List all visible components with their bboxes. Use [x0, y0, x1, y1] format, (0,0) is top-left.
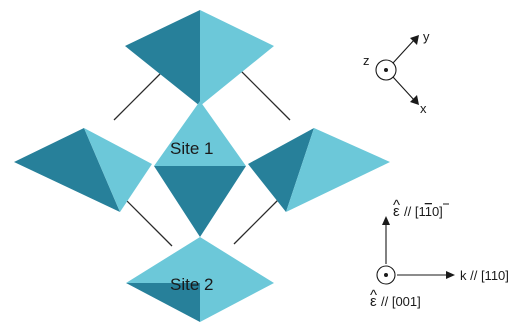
epsilon-lower-label: // [001] — [381, 294, 421, 309]
site-1-octahedron — [154, 101, 246, 237]
site-2-top-face — [126, 237, 274, 283]
epsilon-lower-hat: ^ — [370, 287, 377, 304]
x-axis-arrow — [392, 76, 416, 102]
k-arrowhead — [446, 271, 455, 279]
z-axis-circle — [375, 59, 397, 81]
site-2-octahedron — [126, 237, 274, 322]
epsilon-001-circle — [376, 265, 396, 285]
epsilon-001-dot — [384, 273, 388, 277]
site-2-label: Site 2 — [170, 275, 213, 294]
site-1-label: Site 1 — [170, 139, 213, 158]
octahedron-top — [125, 10, 274, 106]
z-axis-dot — [384, 68, 388, 72]
z-axis-label: z — [363, 53, 370, 68]
octahedron-left-light-face — [84, 128, 152, 212]
octahedron-left-dark-face — [14, 128, 120, 212]
site-1-top-face — [154, 101, 246, 166]
octahedron-left — [14, 128, 152, 212]
epsilon-upper-text: // [1 — [404, 204, 425, 219]
y-axis-label: y — [423, 29, 430, 44]
polarization-geometry — [376, 222, 448, 285]
octahedron-top-left-face — [125, 10, 200, 106]
epsilon-lower-symbol: ε — [370, 293, 377, 310]
octahedron-top-right-face — [200, 10, 274, 106]
octahedron-right — [248, 128, 390, 212]
x-arrowhead — [410, 95, 419, 105]
coordinate-axes — [375, 38, 416, 102]
site-2-left-face — [126, 283, 200, 322]
site-1-lower-face — [154, 166, 246, 237]
x-axis-label: x — [420, 101, 427, 116]
octahedron-right-dark-face — [248, 128, 314, 212]
k-vector-label: k // [110] — [460, 268, 509, 283]
epsilon-upper-overbar-digit: 1 — [425, 204, 432, 219]
octahedron-right-light-face — [286, 128, 390, 212]
epsilon-upper-symbol: ε — [393, 203, 400, 220]
y-arrowhead — [410, 35, 419, 45]
epsilon-upper-end: 0] — [432, 204, 443, 219]
epsilon-upper-label: // [110] — [404, 204, 443, 219]
epsilon-up-arrowhead — [382, 216, 390, 225]
epsilon-upper-hat: ^ — [393, 197, 400, 214]
site-2-right-face — [200, 283, 274, 322]
y-axis-arrow — [392, 38, 416, 64]
